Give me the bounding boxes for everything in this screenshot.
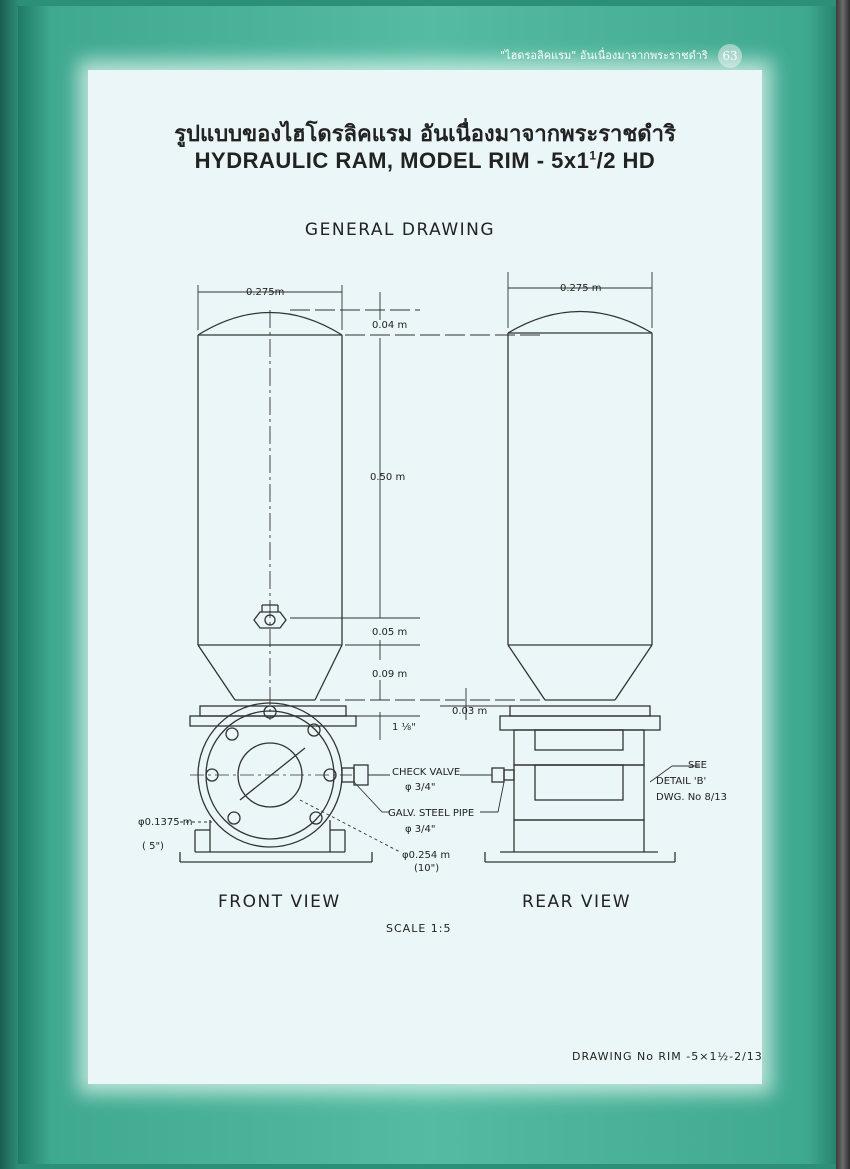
rear-view-drawing	[484, 310, 676, 863]
dim-width-rear: 0.275 m	[560, 283, 602, 294]
dim-dome-height: 0.04 m	[372, 320, 407, 331]
title-english-sup: 1	[589, 148, 597, 163]
callout-galv-pipe-size: φ 3/4"	[405, 824, 435, 835]
callout-check-valve-size: φ 3/4"	[405, 782, 435, 793]
scale-label: SCALE 1:5	[386, 922, 451, 935]
dim-pipe-diameter: φ0.1375 m	[138, 817, 193, 828]
callout-dwg-no: DWG. No 8/13	[656, 792, 727, 803]
page-number: 63	[718, 44, 742, 68]
rear-view-label: REAR VIEW	[522, 892, 631, 912]
callout-detail: DETAIL 'B'	[656, 776, 706, 787]
dimension-lines	[180, 272, 700, 853]
dim-disc-diameter-inch: (10")	[414, 863, 439, 874]
dim-cone-height: 0.09 m	[372, 669, 407, 680]
callout-see: SEE	[688, 760, 707, 771]
dim-pipe-diameter-inch: ( 5")	[142, 841, 164, 852]
dim-width-front: 0.275m	[246, 287, 284, 298]
dim-disc-diameter: φ0.254 m	[402, 850, 450, 861]
dim-body-height: 0.50 m	[370, 472, 405, 483]
callout-check-valve: CHECK VALVE	[392, 767, 460, 778]
book-spine-edge	[836, 0, 850, 1169]
drawing-number: DRAWING No RIM -5×1½-2/13	[572, 1050, 763, 1063]
page-binding-edge	[0, 0, 20, 1169]
callout-galv-pipe: GALV. STEEL PIPE	[388, 808, 474, 819]
front-view-label: FRONT VIEW	[218, 892, 341, 912]
drawing-panel	[88, 70, 762, 1084]
front-view-drawing	[179, 310, 373, 863]
dim-rear-offset: 0.03 m	[452, 706, 487, 717]
title-english-tail: /2 HD	[596, 148, 656, 173]
dim-lower-offset: 0.05 m	[372, 627, 407, 638]
title-thai: รูปแบบของไฮโดรลิคแรม อันเนื่องมาจากพระรา…	[174, 122, 676, 147]
title-english-main: HYDRAULIC RAM, MODEL RIM - 5x1	[194, 148, 590, 173]
drawing-heading: GENERAL DRAWING	[304, 220, 496, 240]
running-title: "ไฮดรอลิคแรม" อันเนื่องมาจากพระราชดำริ	[500, 49, 708, 62]
dim-flange-thickness: 1 ⅛"	[392, 722, 416, 733]
title-english: HYDRAULIC RAM, MODEL RIM - 5x11/2 HD	[0, 148, 850, 174]
